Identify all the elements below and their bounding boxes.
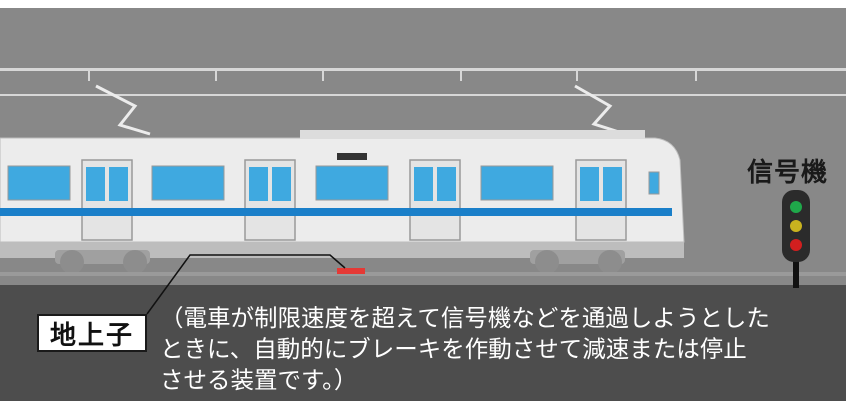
caption-line-3: させる装置です。） (160, 366, 358, 394)
destination-display (337, 153, 367, 160)
pantograph-right (574, 84, 623, 135)
caption-line-1: （電車が制限速度を超えて信号機などを通過しようとした (160, 304, 770, 332)
signal-light-yellow (790, 220, 802, 232)
train-windows (7, 165, 660, 201)
roof-unit (300, 130, 645, 139)
door-windows (86, 167, 622, 201)
signal-light-red (790, 239, 802, 251)
caption: （電車が制限速度を超えて信号機などを通過しようとした ときに、自動的にブレーキを… (160, 303, 840, 396)
bogie-right (530, 250, 625, 274)
beacon-label: 地上子 (37, 314, 147, 352)
overhead-wire (0, 94, 846, 96)
blue-stripe (0, 208, 672, 216)
ground-beacon (337, 268, 365, 274)
ceiling-hangers (88, 71, 697, 81)
signal-pole (793, 258, 799, 288)
ceiling-line (0, 68, 846, 71)
signal-light-green (790, 201, 802, 213)
rail (0, 272, 846, 276)
beacon-leader-line (146, 254, 346, 315)
signal-label: 信号機 (747, 158, 829, 188)
caption-line-2: ときに、自動的にブレーキを作動させて減速または停止 (160, 335, 747, 363)
pantograph-left (95, 84, 151, 136)
train-underside (0, 242, 684, 258)
bogie-left (55, 250, 150, 274)
